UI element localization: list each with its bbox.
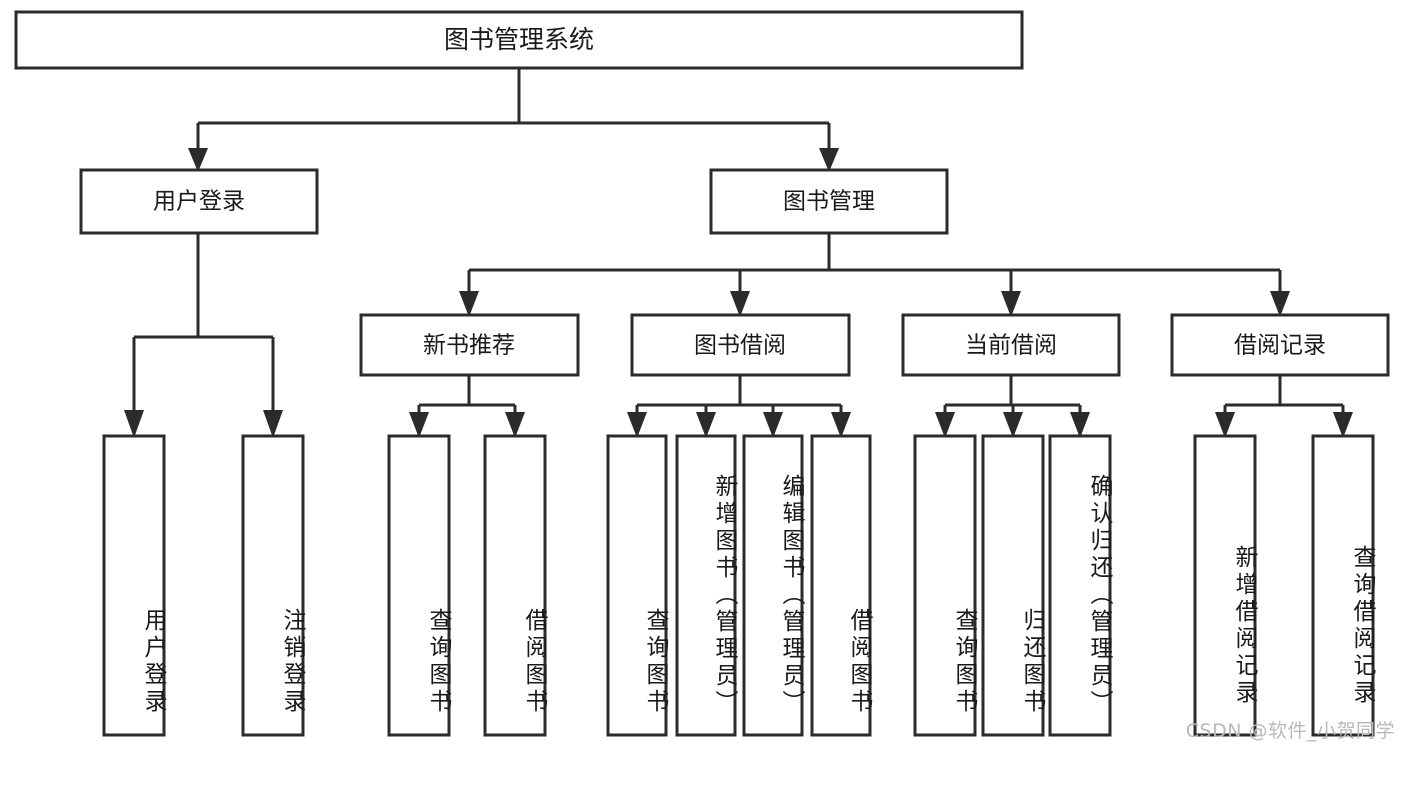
arrow-to-book-borrow — [730, 291, 750, 317]
label-user-login: 用户登录 — [153, 189, 245, 215]
node-root[interactable] — [14, 10, 1024, 70]
node-leaf-edit-book-admin[interactable] — [742, 434, 804, 737]
arrow-to-leaf-query-book-rec — [409, 412, 429, 438]
diagram-svg: 图书管理系统 用户登录 图书管理 新书推荐 图书借阅 当前借阅 借阅记录 — [14, 10, 1390, 737]
label-current-borrow: 当前借阅 — [965, 333, 1057, 359]
arrow-to-new-book-recommend — [459, 291, 479, 317]
node-book-management[interactable] — [709, 168, 949, 235]
arrow-to-leaf-query-borrow-record — [1333, 412, 1353, 438]
arrow-to-leaf-return-book — [1003, 412, 1023, 438]
node-leaf-query-book-borrow[interactable] — [606, 434, 668, 737]
node-leaf-add-borrow-record[interactable] — [1193, 434, 1257, 737]
horizontal-label-layer: 图书管理系统 用户登录 图书管理 新书推荐 图书借阅 当前借阅 借阅记录 — [153, 25, 1326, 359]
node-leaf-borrow-book-rec[interactable] — [483, 434, 547, 737]
node-leaf-add-book-admin[interactable] — [675, 434, 737, 737]
label-borrow-record: 借阅记录 — [1234, 333, 1326, 359]
arrow-to-leaf-add-book-admin — [696, 412, 716, 438]
arrow-to-leaf-add-borrow-record — [1215, 412, 1235, 438]
node-borrow-record[interactable] — [1170, 313, 1390, 377]
arrow-to-book-management — [819, 148, 839, 172]
arrow-to-current-borrow — [1001, 291, 1021, 317]
csdn-watermark: CSDN @软件_小贺同学 — [1185, 720, 1395, 742]
arrow-to-leaf-query-book-current — [935, 412, 955, 438]
label-new-book-recommend: 新书推荐 — [423, 333, 515, 359]
arrow-to-borrow-record — [1270, 291, 1290, 317]
arrow-to-leaf-borrow-book — [831, 412, 851, 438]
arrow-to-leaf-user-logout — [263, 410, 283, 438]
label-book-management: 图书管理 — [783, 189, 875, 215]
node-box-layer — [14, 10, 1390, 737]
node-leaf-query-borrow-record[interactable] — [1311, 434, 1375, 737]
node-leaf-query-book-rec[interactable] — [387, 434, 451, 737]
node-leaf-borrow-book[interactable] — [810, 434, 872, 737]
diagram-canvas: 图书管理系统 用户登录 图书管理 新书推荐 图书借阅 当前借阅 借阅记录 用户登… — [14, 10, 1395, 742]
arrow-to-leaf-borrow-book-rec — [505, 412, 525, 438]
label-book-borrow: 图书借阅 — [694, 333, 786, 359]
arrowhead-layer — [124, 148, 1353, 438]
node-leaf-query-book-current[interactable] — [913, 434, 977, 737]
node-book-borrow[interactable] — [630, 313, 851, 377]
node-leaf-return-book[interactable] — [981, 434, 1045, 737]
arrow-to-leaf-edit-book-admin — [763, 412, 783, 438]
arrow-to-user-login — [188, 148, 208, 172]
arrow-to-leaf-confirm-return-admin — [1070, 412, 1090, 438]
node-new-book-recommend[interactable] — [359, 313, 580, 377]
arrow-to-leaf-user-login — [124, 410, 144, 438]
label-root: 图书管理系统 — [444, 25, 594, 54]
node-user-login[interactable] — [79, 168, 319, 235]
node-leaf-user-logout[interactable] — [241, 434, 305, 737]
node-current-borrow[interactable] — [901, 313, 1121, 377]
node-leaf-confirm-return-admin[interactable] — [1048, 434, 1112, 737]
arrow-to-leaf-query-book-borrow — [627, 412, 647, 438]
node-leaf-user-login[interactable] — [102, 434, 166, 737]
